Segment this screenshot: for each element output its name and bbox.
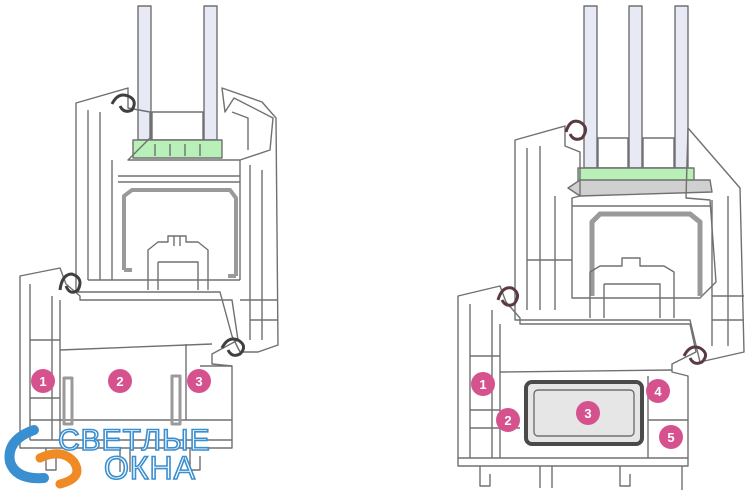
left-frame-steel-2 bbox=[170, 374, 182, 426]
brand-logo: СВЕТЛЫЕ ОКНА bbox=[0, 420, 240, 492]
left-chamber-1: 1 bbox=[39, 374, 46, 389]
right-frame bbox=[457, 285, 697, 467]
right-chamber-4: 4 bbox=[654, 384, 662, 399]
left-spacer-frame bbox=[151, 111, 204, 141]
logo-mark-icon bbox=[4, 425, 82, 489]
right-chamber-3: 3 bbox=[584, 406, 591, 421]
right-gasket-low bbox=[682, 345, 707, 365]
left-glass-pane-1 bbox=[137, 5, 152, 141]
right-glass-pane-1 bbox=[583, 5, 598, 169]
logo-text-line-2: ОКНА bbox=[103, 449, 196, 487]
right-glass-pane-2 bbox=[628, 5, 643, 169]
left-spacer-bar bbox=[132, 139, 223, 159]
left-gasket-top bbox=[110, 93, 136, 113]
right-glass-pane-3 bbox=[674, 5, 689, 169]
right-chamber-1: 1 bbox=[479, 377, 486, 392]
right-chamber-5: 5 bbox=[667, 430, 674, 445]
right-sash bbox=[514, 125, 745, 363]
left-gasket-mid bbox=[58, 272, 82, 294]
left-chamber-markers: 1 2 3 bbox=[31, 369, 211, 393]
left-sash-steel bbox=[122, 188, 238, 276]
right-sash-steel bbox=[589, 211, 703, 296]
left-gasket-low bbox=[220, 337, 245, 357]
left-chamber-3: 3 bbox=[195, 374, 202, 389]
right-gasket-top bbox=[564, 119, 587, 141]
left-profile bbox=[19, 5, 279, 472]
right-gasket-mid bbox=[496, 286, 519, 307]
right-chamber-markers: 1 2 3 4 5 bbox=[471, 372, 683, 449]
logo-text-line-1: СВЕТЛЫЕ bbox=[57, 423, 211, 458]
left-frame-steel-1 bbox=[62, 376, 74, 426]
left-glass-pane-2 bbox=[203, 5, 218, 141]
right-chamber-2: 2 bbox=[504, 413, 511, 428]
left-chamber-2: 2 bbox=[116, 374, 123, 389]
